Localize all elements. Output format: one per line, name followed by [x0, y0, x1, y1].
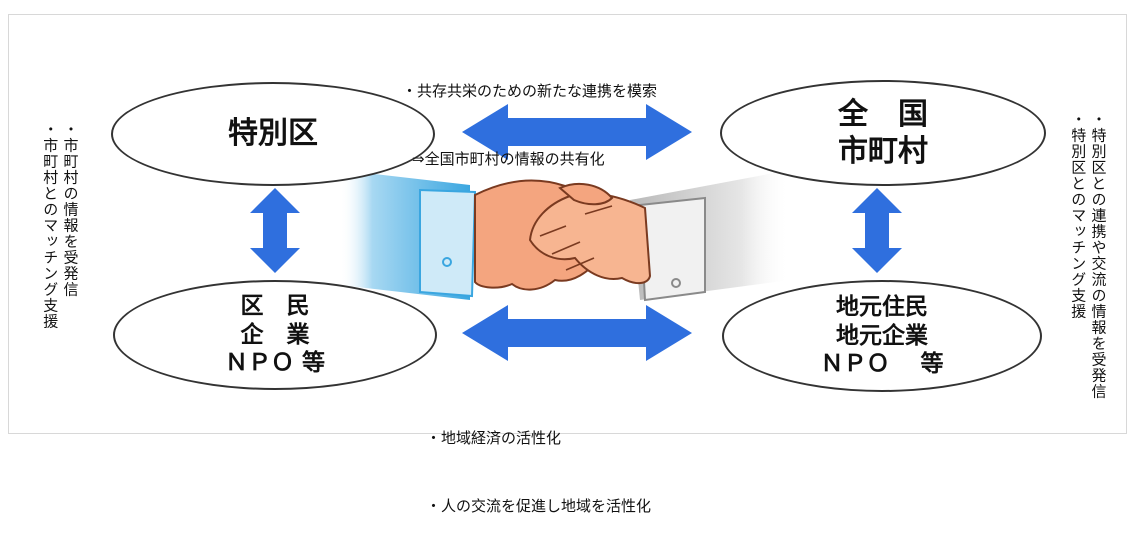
- arrows: [250, 104, 902, 361]
- handshake-illustration: [340, 170, 790, 302]
- arrow-bottom-horizontal: [462, 305, 692, 361]
- arrow-top-horizontal: [462, 104, 692, 160]
- node-national-municipalities-label: 全 国 市町村: [838, 96, 928, 170]
- node-national-municipalities: 全 国 市町村: [720, 80, 1046, 186]
- note-top-line-2: ⇒全国市町村の情報の共有化: [412, 149, 605, 168]
- arrow-right-vertical: [852, 188, 902, 273]
- note-bottom-line-2: ・人の交流を促進し地域を活性化: [426, 496, 652, 515]
- note-top: ・共存共栄のための新たな連携を模索 ⇒全国市町村の情報の共有化: [402, 35, 657, 193]
- diagram-frame: [8, 14, 1127, 434]
- note-right-line-2: ・特別区とのマッチング支援: [1069, 111, 1088, 320]
- node-residents-companies-npo: 区 民 企 業 ＮＰＯ 等: [113, 280, 437, 390]
- node-residents-companies-npo-label: 区 民 企 業 ＮＰＯ 等: [224, 292, 325, 377]
- node-local-residents-companies-npo-label: 地元住民 地元企業 ＮＰＯ 等: [820, 293, 944, 378]
- arrow-left-vertical: [250, 188, 300, 273]
- note-bottom: ・地域経済の活性化 ・人の交流を促進し地域を活性化: [426, 382, 651, 540]
- note-right: ・特別区との連携や交流の情報を受発信 ・特別区とのマッチング支援: [1068, 100, 1129, 400]
- thumb: [558, 182, 614, 206]
- note-left-line-2: ・市町村とのマッチング支援: [41, 121, 60, 330]
- note-left-line-1: ・市町村の情報を受発信: [61, 121, 80, 298]
- note-bottom-line-1: ・地域経済の活性化: [426, 429, 562, 447]
- diagram-graphics: [250, 104, 902, 361]
- finger-lines: [539, 205, 613, 271]
- note-right-line-1: ・特別区との連携や交流の情報を受発信: [1089, 111, 1108, 400]
- right-cuff-button: [671, 278, 681, 288]
- note-top-line-1: ・共存共栄のための新たな連携を模索: [402, 82, 658, 100]
- note-left: ・市町村の情報を受発信 ・市町村とのマッチング支援: [40, 110, 101, 330]
- node-local-residents-companies-npo: 地元住民 地元企業 ＮＰＯ 等: [722, 280, 1042, 392]
- node-special-wards-label: 特別区: [228, 116, 318, 152]
- left-cuff: [419, 188, 477, 298]
- left-cuff-button: [442, 257, 452, 267]
- node-special-wards: 特別区: [111, 82, 435, 186]
